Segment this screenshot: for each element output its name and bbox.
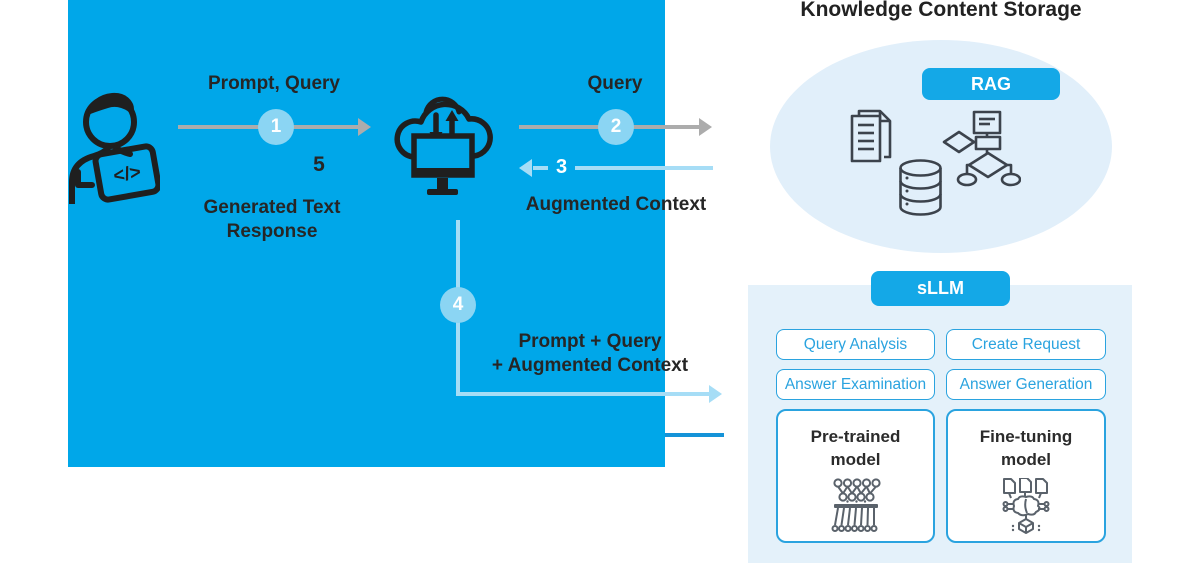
step3-number: 3	[548, 154, 576, 180]
step1-number-badge: 1	[258, 109, 294, 145]
create-request-button: Create Request	[946, 329, 1106, 360]
sllm-badge: sLLM	[871, 271, 1010, 306]
monitor-stand	[437, 178, 448, 189]
step1-label: Prompt, Query	[208, 73, 340, 94]
monitor-base	[427, 189, 458, 195]
step2-arrowhead-icon	[699, 118, 712, 136]
cloud-computer-icon	[394, 96, 493, 195]
step4-label: Prompt + Query + Augmented Context	[491, 331, 689, 376]
rag-badge: RAG	[922, 68, 1060, 100]
documents-icon	[850, 109, 892, 163]
step5-number: 5	[313, 153, 325, 176]
up-arrow-icon	[445, 110, 459, 121]
step4-horizontal-line	[456, 392, 710, 396]
database-icon	[899, 159, 942, 216]
finetuning-model-title: Fine-tuning model	[979, 427, 1073, 469]
storage-title: Knowledge Content Storage	[800, 0, 1082, 21]
laptop-code-glyph: </>	[112, 162, 143, 187]
monitor-bar	[414, 168, 472, 175]
step3-arrow-line	[533, 166, 713, 170]
pretrained-model-title: Pre-trained model	[810, 427, 901, 469]
step4-arrowhead-icon	[709, 385, 722, 403]
sllm-return-line	[665, 433, 724, 437]
answer-examination-button: Answer Examination	[776, 369, 935, 400]
neural-network-icon	[831, 478, 881, 532]
answer-generation-button: Answer Generation	[946, 369, 1106, 400]
fine-tuning-icon	[1002, 477, 1050, 534]
step4-number-badge: 4	[440, 287, 476, 323]
step3-label: Augmented Context	[525, 194, 707, 215]
step2-number-badge: 2	[598, 109, 634, 145]
query-analysis-button: Query Analysis	[776, 329, 935, 360]
user-laptop-icon: </>	[69, 92, 160, 204]
step1-arrowhead-icon	[358, 118, 371, 136]
user-hair	[88, 92, 134, 115]
pretrained-model-box: Pre-trained model	[776, 409, 935, 543]
process-box	[68, 0, 665, 467]
step2-label: Query	[587, 73, 643, 94]
finetuning-model-box: Fine-tuning model	[946, 409, 1106, 543]
step5-label: Generated Text Response	[203, 197, 341, 242]
flowchart-icon	[942, 110, 1021, 187]
step3-arrowhead-icon	[519, 159, 532, 177]
